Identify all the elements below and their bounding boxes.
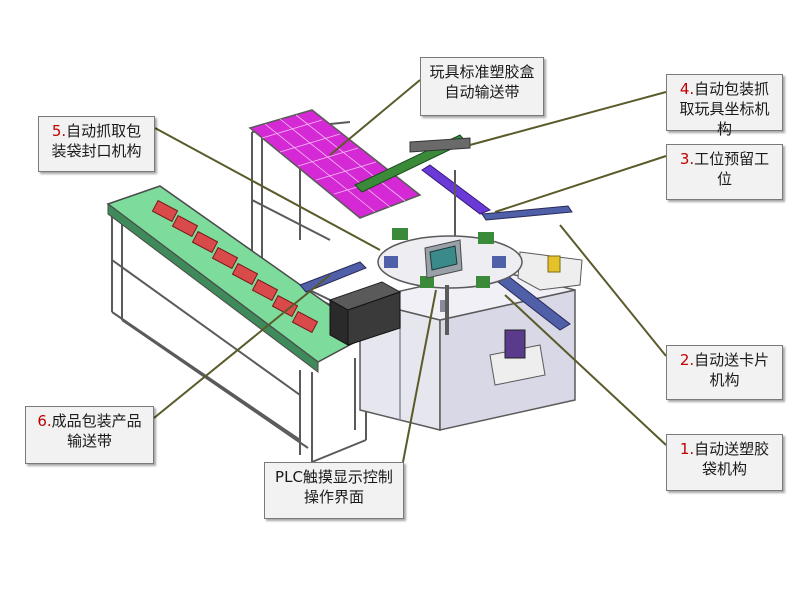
toy-box-tray xyxy=(248,109,422,219)
label-text: 自动送塑胶袋机构 xyxy=(694,440,770,478)
label-text: 自动送卡片机构 xyxy=(694,351,770,389)
label-bag-feed-mechanism: 1.自动送塑胶袋机构 xyxy=(666,434,783,491)
label-number: 4. xyxy=(679,80,695,98)
label-text: PLC触摸显示控制操作界面 xyxy=(275,468,393,506)
label-text: 自动抓取包装袋封口机构 xyxy=(51,122,142,160)
belt-side xyxy=(107,202,319,374)
label-number: 2. xyxy=(679,351,695,369)
gantry xyxy=(354,134,492,255)
label-text: 工位预留工位 xyxy=(694,150,770,188)
label-number: 6. xyxy=(37,412,52,430)
bag-feed-unit xyxy=(489,329,546,386)
label-reserved-station: 3.工位预留工位 xyxy=(666,144,783,200)
label-product-conveyor: 6.成品包装产品输送带 xyxy=(25,406,154,464)
leader-lines xyxy=(153,79,667,463)
card-feed-rail xyxy=(481,205,583,331)
label-bag-sealing-mechanism: 5.自动抓取包装袋封口机构 xyxy=(38,116,155,172)
label-number: 5. xyxy=(51,122,67,140)
label-plc-panel: PLC触摸显示控制操作界面 xyxy=(264,462,404,519)
plc-screen xyxy=(424,239,463,279)
label-card-feed-mechanism: 2.自动送卡片机构 xyxy=(666,345,783,400)
label-text: 自动包装抓取玩具坐标机构 xyxy=(679,80,770,138)
label-toy-box-conveyor: 玩具标准塑胶盒自动输送带 xyxy=(420,57,544,116)
label-text: 玩具标准塑胶盒自动输送带 xyxy=(429,63,535,101)
product-boxes xyxy=(151,199,319,334)
label-toy-grab-mechanism: 4.自动包装抓取玩具坐标机构 xyxy=(666,74,783,138)
label-number: 1. xyxy=(679,440,695,458)
left-rail xyxy=(299,261,367,293)
sealer-unit xyxy=(328,281,402,346)
label-text: 成品包装产品输送带 xyxy=(51,412,142,450)
label-number: 3. xyxy=(679,150,695,168)
